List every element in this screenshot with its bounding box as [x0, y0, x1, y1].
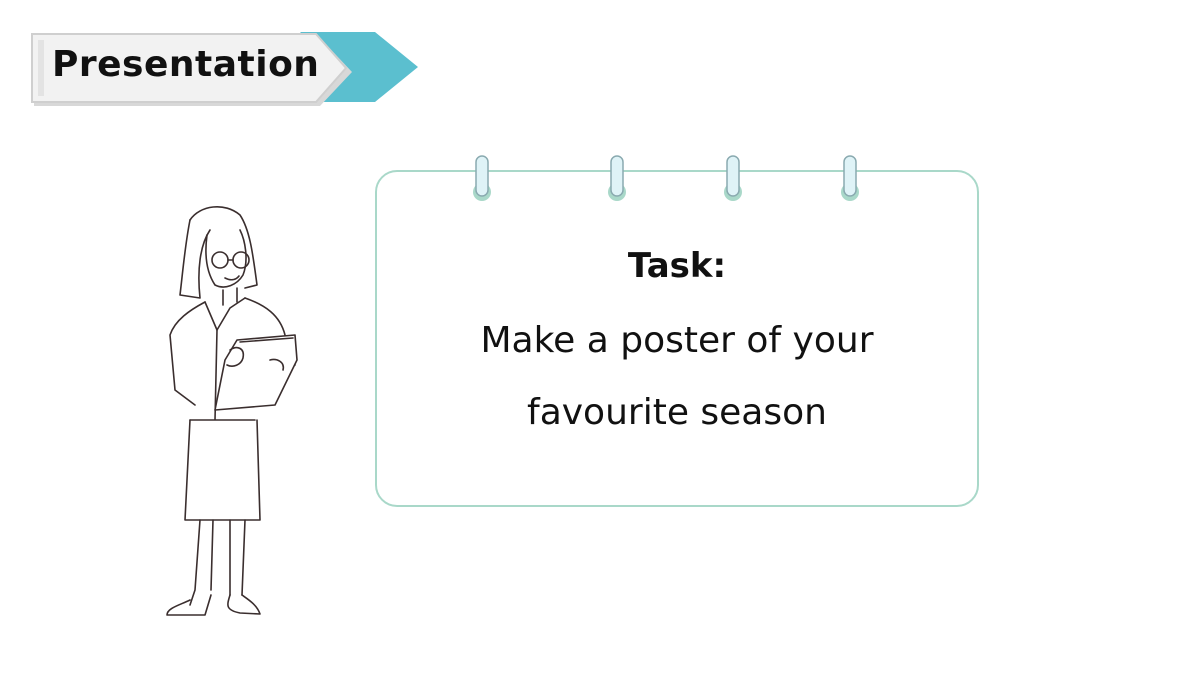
banner-arrow-shape — [31, 32, 418, 106]
binder-ring — [608, 155, 626, 201]
task-card: Task: Make a poster of your favourite se… — [375, 155, 979, 507]
banner-title: Presentation — [52, 44, 320, 85]
binder-ring — [724, 155, 742, 201]
task-text-line-2: favourite season — [527, 392, 827, 433]
binder-ring — [473, 155, 491, 201]
binder-ring — [841, 155, 859, 201]
task-title: Task: — [627, 246, 727, 286]
teacher-illustration — [166, 206, 298, 616]
section-banner: Presentation — [30, 30, 420, 110]
task-text-line-1: Make a poster of your — [480, 320, 874, 361]
